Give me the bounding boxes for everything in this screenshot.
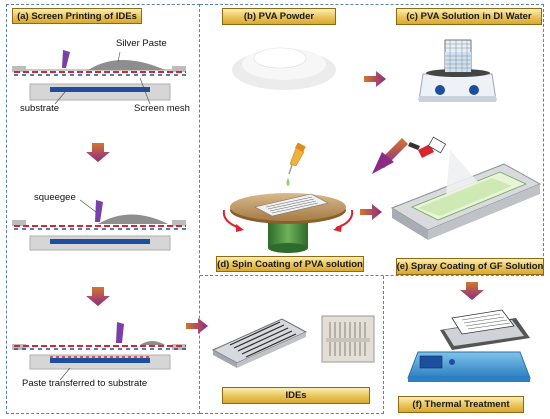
- substrate-layer: [50, 358, 150, 363]
- spin-coater-icon: [222, 193, 354, 253]
- tag-ides: IDEs: [222, 387, 370, 404]
- squeegee-icon: [116, 322, 124, 343]
- spray-stage-icon: [390, 150, 542, 240]
- tag-f: (f) Thermal Treatment: [398, 396, 524, 413]
- arrow-d-to-e: [360, 204, 382, 220]
- callout-squeegee-line: [79, 199, 97, 213]
- arrow-e-to-f: [460, 282, 484, 300]
- panel-ides-frame: [200, 276, 384, 414]
- arrow-b-to-c: [364, 71, 386, 87]
- label-screen-mesh: Screen mesh: [134, 103, 190, 114]
- screen-print-stage-2: [12, 199, 186, 251]
- squeegee-icon: [95, 200, 103, 222]
- silver-paste: [140, 341, 165, 345]
- tag-b: (b) PVA Powder: [222, 8, 336, 25]
- arrow-c-to-d: [372, 138, 408, 174]
- silver-paste: [88, 60, 165, 70]
- callout-substrate-line: [54, 91, 66, 105]
- arrow-a-to-ides: [186, 318, 208, 334]
- silver-paste: [98, 214, 168, 224]
- ide-chip-icon: [211, 318, 308, 368]
- tag-e: (e) Spray Coating of GF Solution: [396, 258, 544, 275]
- label-silver-paste: Silver Paste: [116, 38, 167, 49]
- ide-photo: [321, 315, 375, 363]
- callout-transfer-line: [59, 367, 71, 381]
- powder-pile-icon: [232, 47, 336, 90]
- screen-print-stage-1: [12, 50, 186, 105]
- screen-frame-left: [12, 220, 26, 226]
- screen-print-stage-3: [12, 322, 186, 381]
- squeegee-icon: [62, 50, 70, 68]
- tag-d: (d) Spin Coating of PVA solution: [216, 256, 364, 272]
- screen-frame-right: [172, 220, 186, 226]
- tag-c: (c) PVA Solution in DI Water: [396, 8, 542, 25]
- label-substrate: substrate: [20, 103, 60, 114]
- screen-frame-left: [12, 66, 26, 72]
- tag-a: (a) Screen Printing of IDEs: [12, 8, 142, 24]
- substrate-layer: [50, 87, 150, 92]
- screen-frame-right: [172, 66, 186, 72]
- arrow-a2-down: [86, 287, 110, 306]
- callout-mesh-line: [139, 77, 151, 105]
- label-squeegee: squeegee: [34, 192, 76, 203]
- substrate-layer: [50, 239, 150, 244]
- arrow-a1-down: [86, 143, 110, 162]
- panel-bd-frame: [200, 4, 544, 276]
- spray-gun-icon: [408, 136, 447, 158]
- hot-plate-stirrer-icon: [418, 39, 497, 102]
- label-paste-transferred: Paste transferred to substrate: [22, 378, 148, 389]
- dropper-icon: [286, 142, 306, 186]
- callout-paste-line: [117, 51, 121, 63]
- hot-plate-icon: [407, 309, 531, 382]
- panel-a-frame: [6, 4, 200, 414]
